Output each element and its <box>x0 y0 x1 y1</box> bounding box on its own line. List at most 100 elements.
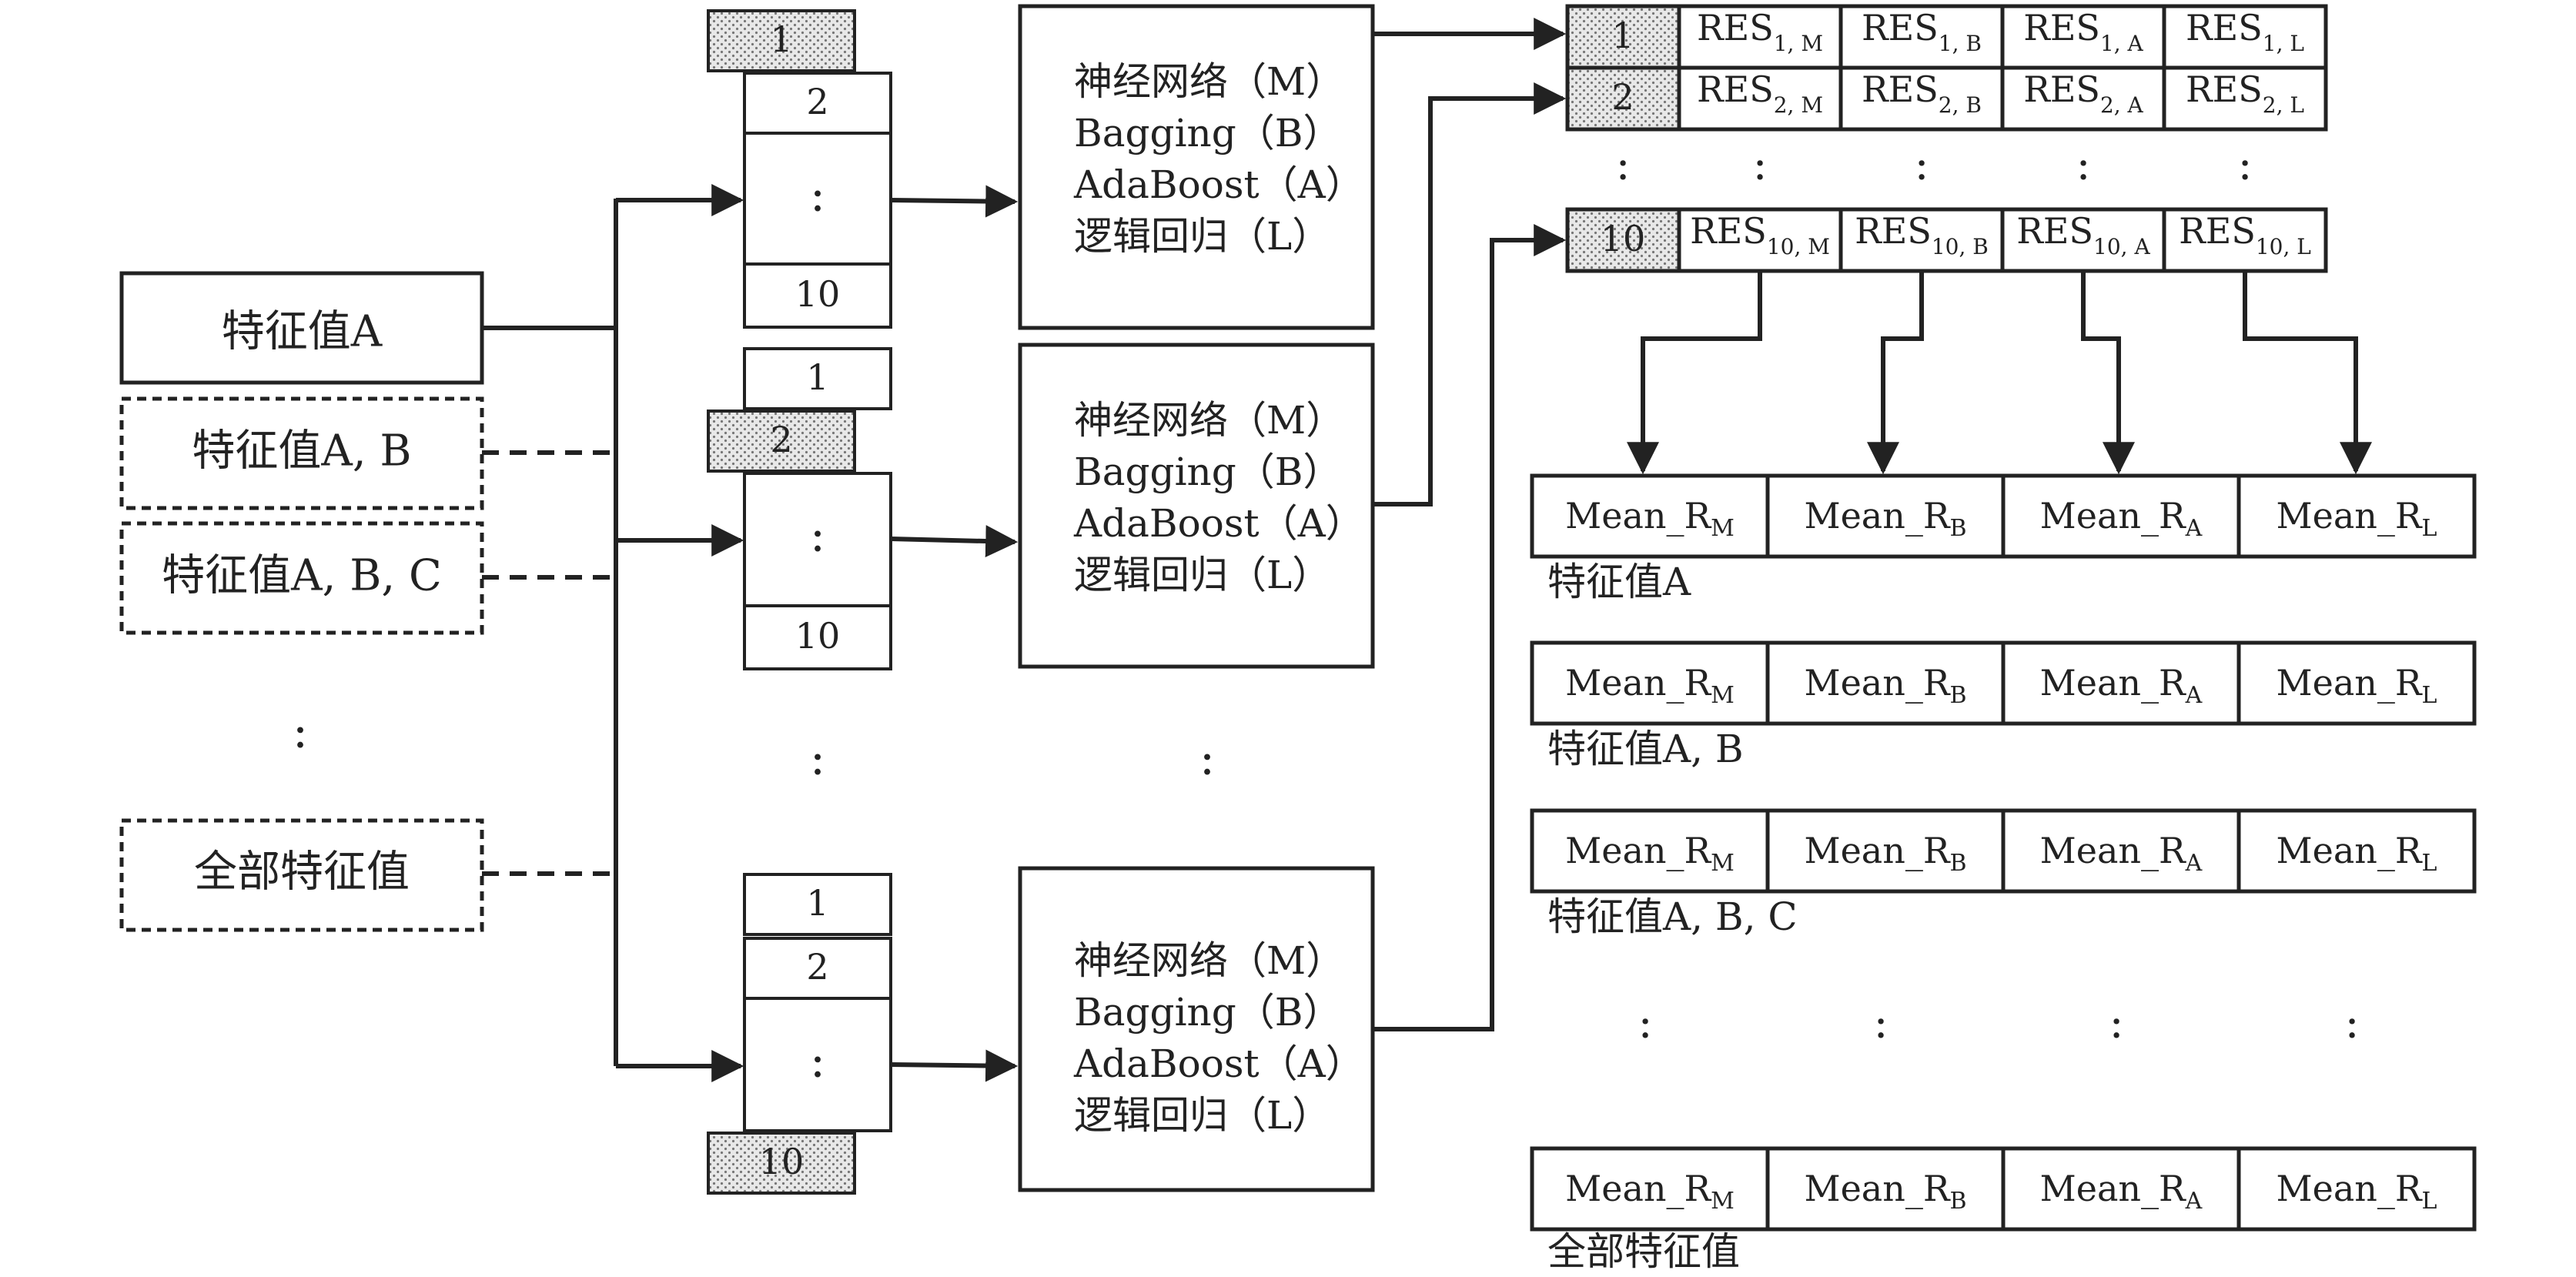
mean-label: Mean_RM <box>1565 1168 1735 1215</box>
result-fold-cell-highlight <box>1565 4 1681 70</box>
mean-cell <box>2236 1146 2477 1232</box>
mean-cell <box>2236 808 2477 894</box>
result-ellipsis: : <box>1753 140 1768 190</box>
mean-label: Mean_RA <box>2040 495 2203 542</box>
arrow-fold-to-model-3 <box>890 1049 1019 1082</box>
model-box <box>1018 343 1375 669</box>
result-fold-label: 10 <box>1601 218 1646 259</box>
result-ellipsis: : <box>1915 140 1929 190</box>
fold-label-2: 2 <box>806 946 828 988</box>
mean-label: Mean_RA <box>2040 830 2203 877</box>
model-label-a: AdaBoost（A） <box>1073 501 1364 546</box>
mean-cell <box>1530 808 1770 894</box>
feature-label-ab: 特征值A, B <box>192 426 411 476</box>
result-table: 1 RES1, M RES1, B RES1, A RES1, L 2 RES2… <box>1565 4 2328 273</box>
fold-ellipsis: : <box>810 509 825 563</box>
feature-connectors <box>482 184 744 1082</box>
model-ellipsis: : <box>1199 732 1215 786</box>
arrow-result-l-to-mean <box>2243 271 2372 475</box>
fold-label-10: 10 <box>795 615 841 657</box>
mean-label: Mean_RM <box>1565 662 1735 709</box>
mean-row-label: 全部特征值 <box>1547 1229 1740 1274</box>
result-fold-cell-highlight <box>1565 65 1681 132</box>
mean-cell <box>1765 1146 2006 1232</box>
mean-label: Mean_RM <box>1565 495 1735 542</box>
mean-label: Mean_RA <box>2040 662 2203 709</box>
mean-ellipsis: : <box>2109 998 2124 1048</box>
mean-label: Mean_RL <box>2277 830 2437 877</box>
fold-cell-2 <box>743 72 892 135</box>
result-label: RES2, B <box>1862 69 1982 118</box>
result-to-mean-arrows <box>1627 271 2372 475</box>
fold-cell-2-highlight <box>707 410 856 473</box>
mean-label: Mean_RB <box>1804 830 1966 877</box>
fold-cell-2 <box>743 937 892 1000</box>
fold-label-2: 2 <box>806 81 828 122</box>
result-fold-label: 2 <box>1611 76 1634 118</box>
mean-cell <box>2001 473 2241 559</box>
model-label-m: 神经网络（M） <box>1074 938 1344 983</box>
mean-ellipsis: : <box>1638 998 1653 1048</box>
arrow-model-3-to-result <box>1373 224 1567 1031</box>
mean-ellipsis-row: : : : : <box>1638 998 2360 1048</box>
mean-cell <box>2001 1146 2241 1232</box>
mean-label: Mean_RB <box>1804 1168 1966 1215</box>
feature-label-abc: 特征值A, B, C <box>162 551 442 601</box>
model-box <box>1018 4 1375 330</box>
mean-row-label: 特征值A, B, C <box>1547 894 1798 939</box>
feature-label-all: 全部特征值 <box>194 847 410 898</box>
result-ellipsis: : <box>2238 140 2253 190</box>
mean-label: Mean_RL <box>2277 495 2437 542</box>
feature-box-a <box>119 271 484 385</box>
feature-box-all <box>119 818 484 932</box>
fold-label-10: 10 <box>759 1141 805 1182</box>
result-cell <box>2000 207 2166 273</box>
fold-label-2: 2 <box>770 419 792 460</box>
mean-label: Mean_RL <box>2277 1168 2437 1215</box>
result-ellipsis: : <box>2076 140 2091 190</box>
result-label: RES10, M <box>1690 210 1830 259</box>
mean-cell <box>1530 473 1770 559</box>
fold-label-1: 1 <box>806 882 828 924</box>
model-box-3: 神经网络（M） Bagging（B） AdaBoost（A） 逻辑回归（L） <box>1018 866 1375 1192</box>
result-cell <box>1838 207 2005 273</box>
fold-label-1: 1 <box>770 18 792 60</box>
result-label: RES10, A <box>2016 210 2150 259</box>
fold-cell-ellipsis <box>743 472 892 607</box>
mean-row-all: Mean_RM Mean_RB Mean_RA Mean_RL 全部特征值 <box>1530 1146 2477 1274</box>
result-fold-cell-highlight <box>1565 207 1681 273</box>
model-label-l: 逻辑回归（L） <box>1074 553 1330 597</box>
fold-group-1: 1 2 : 10 <box>707 9 892 329</box>
fold-cell-1 <box>743 347 892 410</box>
mean-cell <box>1765 640 2006 726</box>
fold-group-2: 1 2 : 10 <box>707 347 892 670</box>
result-label: RES2, M <box>1697 69 1823 118</box>
fold-cell-ellipsis <box>743 132 892 266</box>
mean-row-ab: Mean_RM Mean_RB Mean_RA Mean_RL 特征值A, B <box>1530 640 2477 771</box>
feature-label-a: 特征值A <box>222 307 383 357</box>
result-label: RES1, L <box>2186 7 2304 56</box>
feature-boxes: 特征值A 特征值A, B 特征值A, B, C : 全部特征值 <box>119 271 484 932</box>
mean-label: Mean_RB <box>1804 662 1966 709</box>
model-label-l: 逻辑回归（L） <box>1074 1093 1330 1138</box>
mean-label: Mean_RM <box>1565 830 1735 877</box>
arrow-result-b-to-mean <box>1867 271 1924 475</box>
result-label: RES2, A <box>2023 69 2143 118</box>
mean-row-label: 特征值A, B <box>1547 727 1744 771</box>
result-ellipsis: : <box>1616 140 1631 190</box>
fold-label-10: 10 <box>795 273 841 315</box>
mean-cell <box>2236 640 2477 726</box>
arrow-result-a-to-mean <box>2081 271 2135 475</box>
result-label: RES2, L <box>2186 69 2304 118</box>
mean-cell <box>1765 473 2006 559</box>
fold-cell-10 <box>743 262 892 329</box>
result-fold-label: 1 <box>1611 15 1634 56</box>
feature-box-ab <box>119 396 484 510</box>
fold-label-1: 1 <box>806 356 828 398</box>
result-label: RES10, B <box>1855 210 1989 259</box>
result-cell <box>1838 65 2005 132</box>
model-label-m: 神经网络（M） <box>1074 59 1344 104</box>
mean-cell <box>1530 1146 1770 1232</box>
model-to-result-arrows <box>1373 18 1567 1031</box>
model-label-b: Bagging（B） <box>1074 111 1342 155</box>
